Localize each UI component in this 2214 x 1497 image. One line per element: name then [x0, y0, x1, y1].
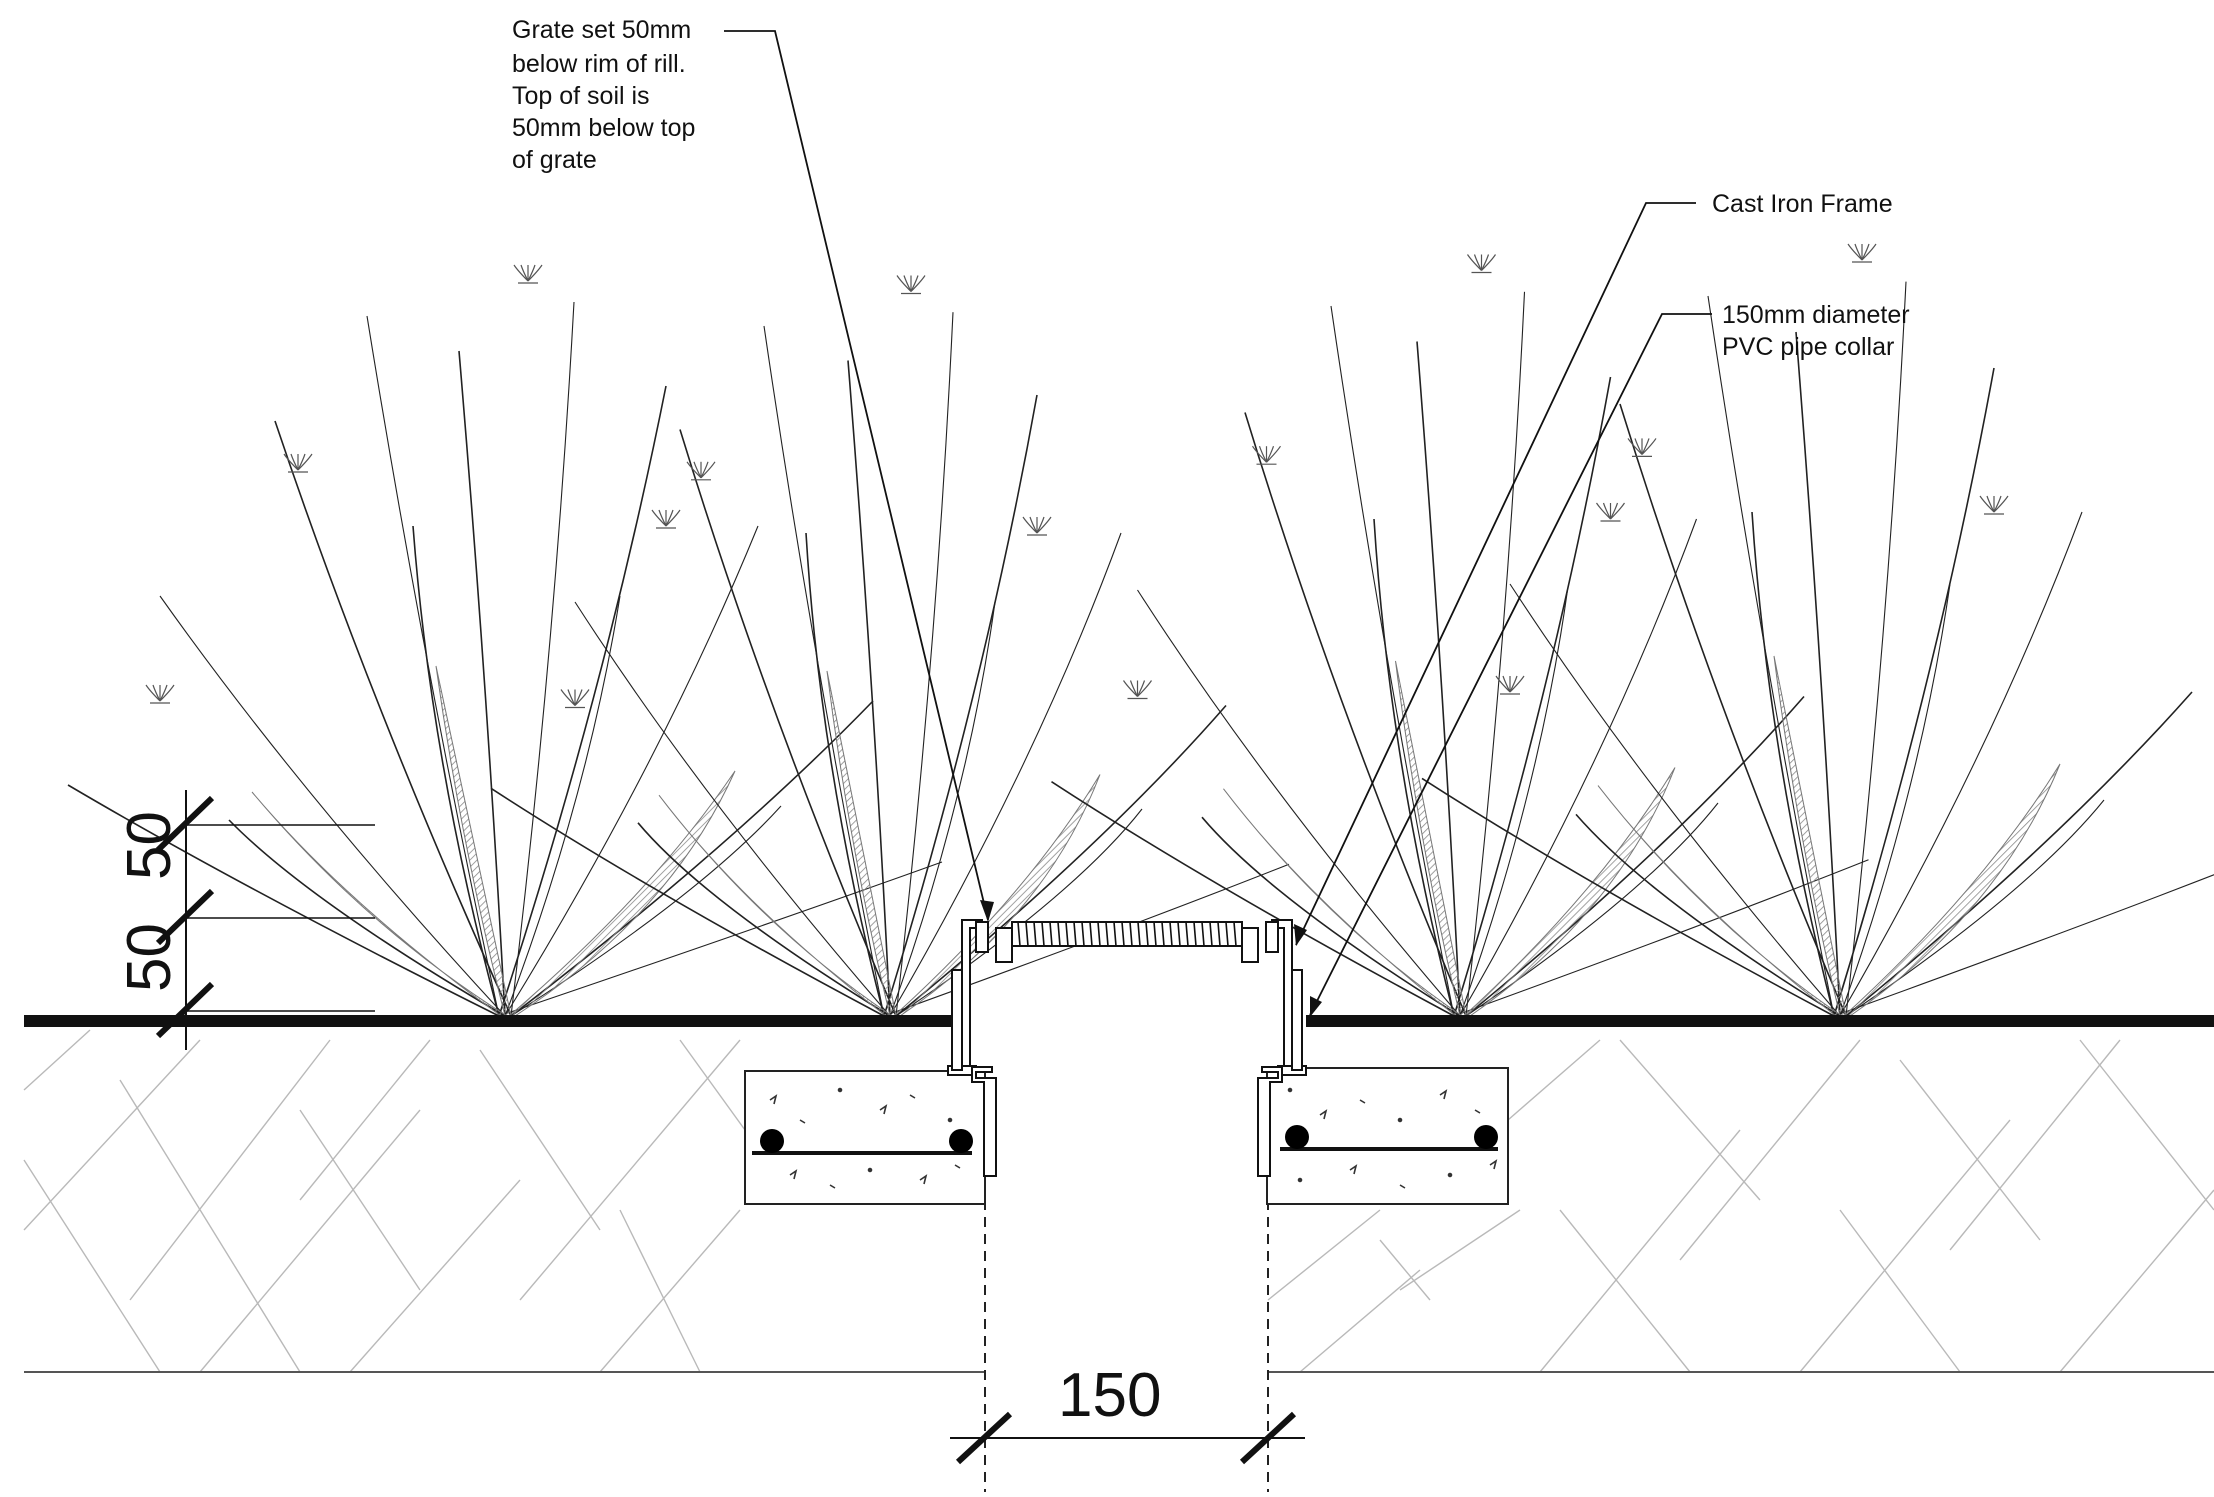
dim-vertical-upper: 50 [115, 811, 184, 880]
frame-leader [1295, 202, 1696, 946]
concrete-footing-left [744, 1070, 986, 1205]
concrete-footing-right [1266, 1067, 1509, 1205]
leader-lines [724, 30, 1712, 1016]
note-collar-line-1: 150mm diameter [1722, 301, 1910, 329]
note-grate: Grate set 50mm below rim of rill. Top of… [512, 16, 702, 174]
grate-leader [724, 30, 989, 921]
note-grate-line-5: of grate [512, 146, 597, 174]
dim-horizontal: 150 [1058, 1361, 1161, 1430]
cast-iron-frame [947, 919, 1307, 1177]
dim-vertical-lower: 50 [115, 923, 184, 992]
soil-hatch [23, 1029, 2214, 1373]
horizontal-dimension [950, 1411, 1305, 1465]
note-frame: Cast Iron Frame [1712, 190, 1893, 218]
concrete-aggregate [769, 1087, 1498, 1189]
note-collar: 150mm diameter PVC pipe collar [1722, 301, 1917, 361]
vertical-dimension [155, 790, 375, 1050]
note-collar-line-2: PVC pipe collar [1722, 333, 1894, 361]
note-grate-line-3: Top of soil is [512, 82, 650, 110]
note-grate-line-2: below rim of rill. [512, 50, 686, 78]
note-grate-line-1: Grate set 50mm [512, 16, 691, 44]
arrowheads [980, 900, 1322, 1017]
collar-leader [1309, 313, 1712, 1016]
note-grate-line-4: 50mm below top [512, 114, 695, 142]
grate-bars [1017, 921, 1237, 947]
plant-group [67, 243, 2214, 1017]
